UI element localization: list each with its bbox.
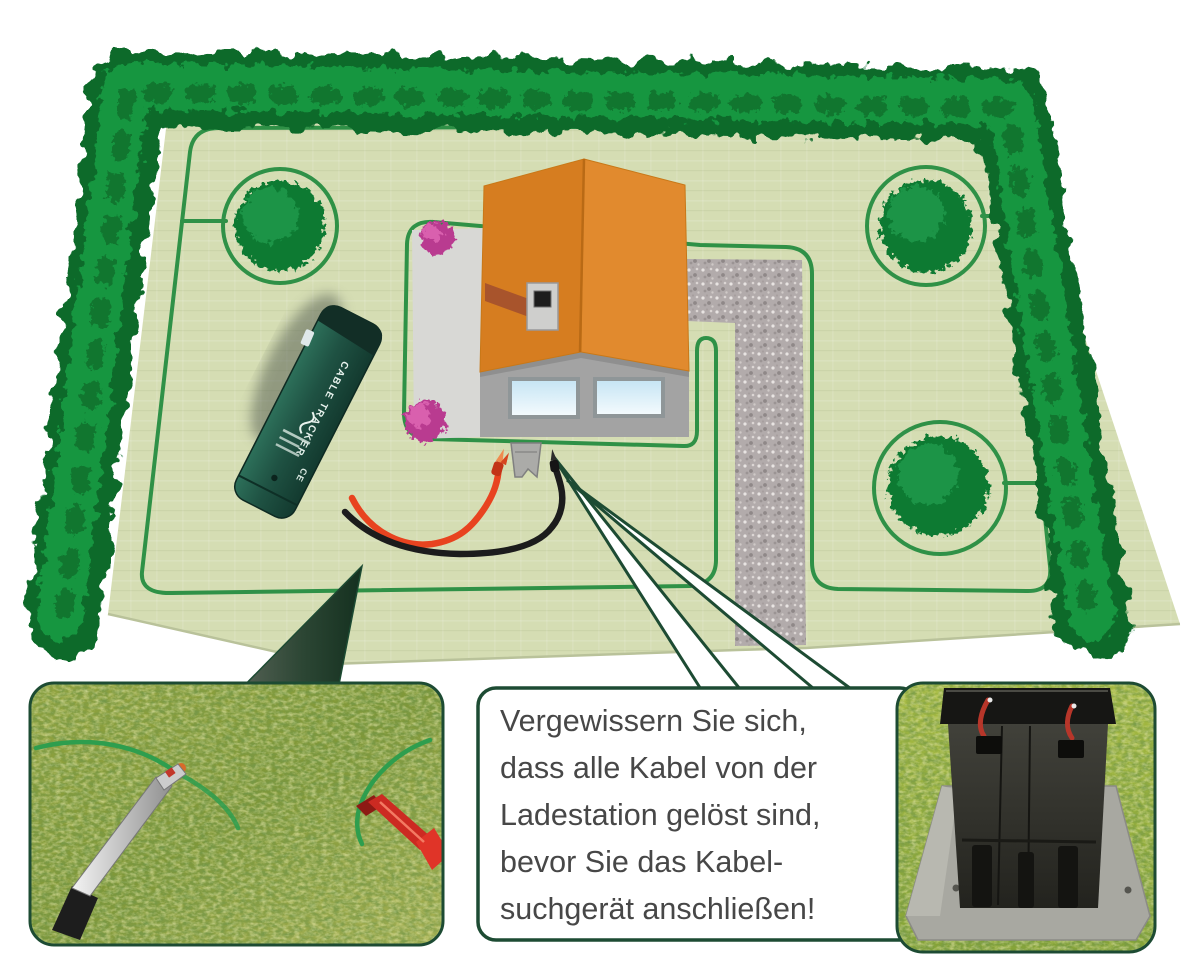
chimney-band — [485, 283, 529, 317]
wire-island-circle-topleft — [221, 167, 339, 285]
charging-station-photo — [895, 681, 1157, 954]
red-test-lead — [348, 448, 510, 548]
hedge-border — [25, 51, 1131, 659]
red-clip — [491, 448, 510, 477]
charging-station-marker — [510, 442, 542, 479]
bubble-text-line-4: bevor Sie das Kabel- — [500, 845, 783, 879]
round-bush-bottomright — [888, 436, 988, 536]
photo-boundary-wire — [33, 737, 433, 847]
chimney — [526, 282, 559, 331]
bubble-pointer-right — [566, 478, 859, 696]
photo-station-box — [940, 688, 1116, 908]
cable-tracker-device: CABLE TRACKER CE — [233, 293, 383, 519]
bubble-text-line-5: suchgerät anschließen! — [500, 892, 815, 926]
wire-connection-photo — [28, 681, 445, 947]
photo-silver-clip — [52, 763, 187, 940]
house-roof-right — [580, 158, 690, 372]
patio — [412, 228, 486, 439]
pink-bush-bottom — [404, 400, 446, 442]
house — [479, 158, 690, 437]
round-bush-topright — [880, 180, 972, 272]
house-window-right — [593, 377, 665, 418]
bubble-text-line-2: dass alle Kabel von der — [500, 751, 817, 785]
photo-red-clip — [356, 794, 443, 870]
wire-island-circle-bottomright — [872, 420, 1008, 556]
photo-red-terminals — [977, 697, 1075, 741]
pink-bush-top — [420, 221, 454, 255]
bubble-text-line-3: Ladestation gelöst sind, — [500, 798, 820, 832]
bubble-text-line-1: Vergewissern Sie sich, — [500, 704, 807, 738]
black-clip — [549, 449, 560, 473]
round-bush-topleft — [235, 181, 325, 271]
black-test-lead — [341, 460, 566, 558]
house-roof-left — [479, 158, 585, 373]
speech-bubble: Vergewissern Sie sich, dass alle Kabel v… — [476, 686, 920, 942]
gravel-path — [686, 259, 806, 646]
house-window-left — [508, 377, 580, 419]
wire-island-circle-topright — [865, 165, 987, 287]
